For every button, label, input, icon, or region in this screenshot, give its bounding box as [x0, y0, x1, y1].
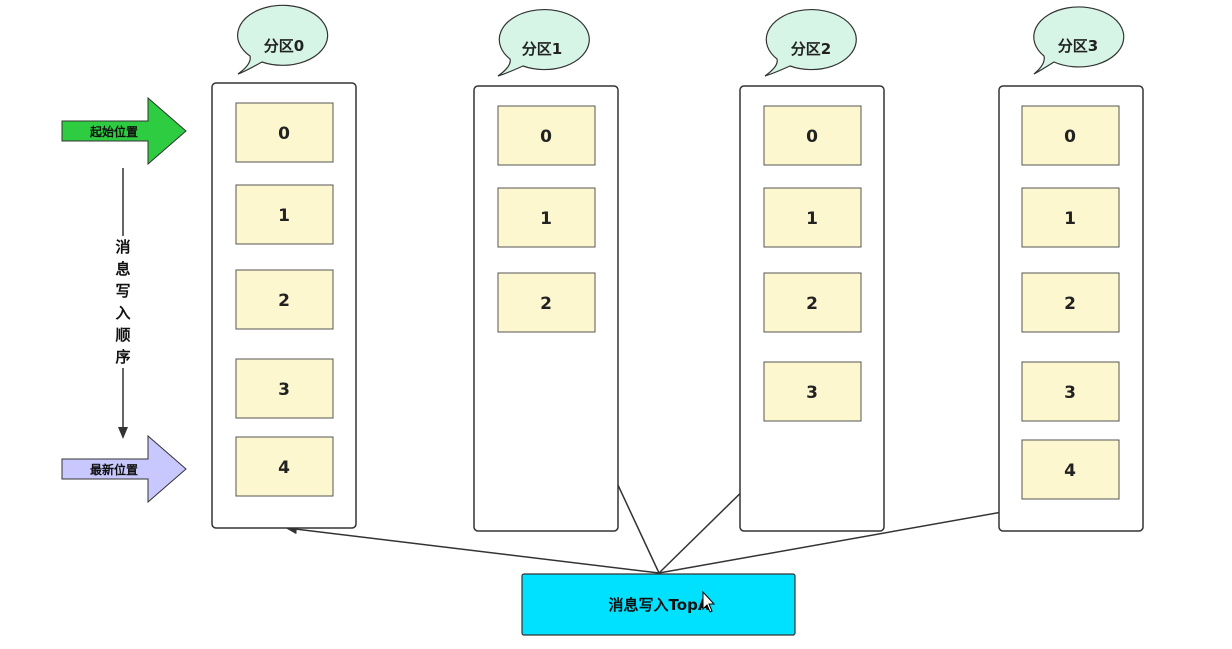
start-position-label: 起始位置: [89, 124, 138, 139]
partition-0-offset-3-label: 3: [278, 380, 290, 400]
latest-position-label: 最新位置: [90, 462, 138, 477]
partition-1-offset-2: [497, 272, 596, 333]
partition-0-offset-0: [235, 102, 334, 163]
partition-3-offset-1: [1021, 187, 1120, 248]
partition-3-offset-0-label: 0: [1064, 127, 1076, 147]
topic-box-label: 消息写入TopA: [609, 596, 710, 614]
partition-3-offset-0: [1021, 105, 1120, 166]
partition-0-label: 分区0: [264, 37, 304, 55]
partition-3-bubble: [1033, 6, 1125, 75]
partition-0-offset-0-label: 0: [278, 124, 290, 144]
partition-2-offset-1-label: 1: [806, 209, 818, 229]
partition-1-offset-1-label: 1: [540, 209, 552, 229]
latest-position-arrow: 最新位置: [61, 434, 187, 504]
mouse-cursor-icon: [702, 590, 716, 613]
partition-1-bubble: [497, 9, 590, 77]
partition-2-offset-0-label: 0: [806, 127, 818, 147]
partition-3-offset-3-label: 3: [1064, 383, 1076, 403]
write-order-char: 入: [115, 304, 130, 322]
latest-position-arrow-shape: [61, 434, 187, 504]
partition-2: 分区2 0 1 2 3: [739, 9, 885, 532]
partition-3-offset-4: [1021, 439, 1120, 500]
partition-0-bubble: [237, 4, 329, 75]
partition-3-label: 分区3: [1058, 37, 1098, 55]
partition-0-offset-4-label: 4: [278, 458, 290, 478]
partition-2-offset-3: [763, 361, 862, 422]
partition-1-offset-2-label: 2: [540, 294, 552, 314]
partition-2-bubble: [764, 9, 857, 77]
partition-0-offset-2: [235, 269, 334, 330]
partition-0: 分区0 0 1 2 3 4: [211, 4, 357, 529]
partition-0-offset-4: [235, 436, 334, 497]
partition-2-offset-0: [763, 105, 862, 166]
write-order-label: 消息写入顺序: [115, 238, 130, 366]
partition-2-offset-2-label: 2: [806, 294, 818, 314]
partition-2-offset-2: [763, 272, 862, 333]
topic-box-rect: [521, 573, 796, 636]
topic-box: 消息写入TopA: [521, 573, 796, 636]
partition-2-offset-3-label: 3: [806, 383, 818, 403]
start-position-arrow-shape: [61, 96, 187, 166]
partition-1-offset-1: [497, 187, 596, 248]
partition-1-offset-0-label: 0: [540, 127, 552, 147]
write-order-char: 息: [115, 260, 130, 278]
partition-3-offset-1-label: 1: [1064, 209, 1076, 229]
connector-to-partition-0: [285, 524, 660, 574]
write-order-char: 写: [115, 282, 130, 300]
partition-0-offset-1: [235, 184, 334, 245]
partition-3: 分区3 0 1 2 3 4: [998, 6, 1144, 532]
write-order-char: 顺: [115, 326, 130, 344]
partition-1: 分区1 0 1 2: [473, 9, 619, 532]
write-order-char: 消: [115, 238, 130, 256]
partition-0-offset-1-label: 1: [278, 206, 290, 226]
partition-3-offset-4-label: 4: [1064, 461, 1076, 481]
partition-0-offset-3: [235, 358, 334, 419]
partition-2-offset-1: [763, 187, 862, 248]
partition-1-offset-0: [497, 105, 596, 166]
partition-0-offset-2-label: 2: [278, 291, 290, 311]
write-connectors: [285, 333, 1072, 574]
write-order-indicator: 消息写入顺序: [115, 168, 131, 439]
write-order-char: 序: [115, 348, 130, 366]
partition-3-offset-2: [1021, 272, 1120, 333]
partition-3-offset-2-label: 2: [1064, 294, 1076, 314]
start-position-arrow: 起始位置: [61, 96, 187, 166]
partition-1-label: 分区1: [522, 40, 562, 58]
partition-3-offset-3: [1021, 361, 1120, 422]
partition-2-label: 分区2: [791, 40, 831, 58]
